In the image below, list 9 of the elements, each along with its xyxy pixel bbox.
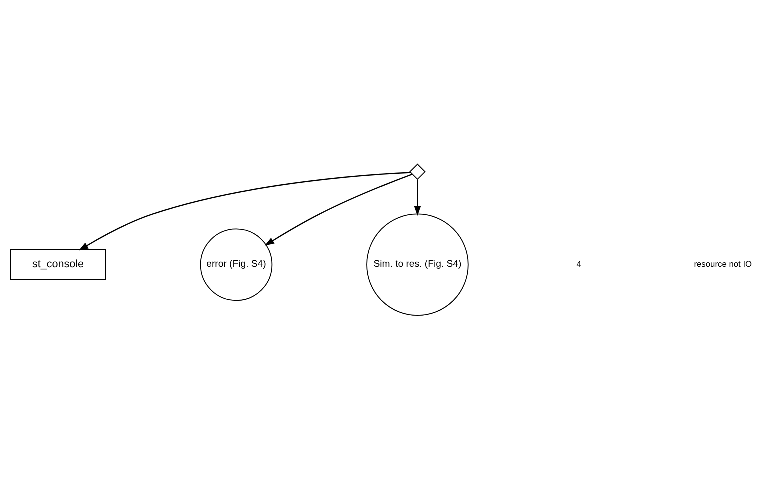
label: resource not IO (694, 258, 752, 269)
node-circle: error (Fig. S4) (200, 228, 273, 301)
arrow (78, 172, 411, 250)
label: 4 (576, 258, 582, 269)
arrow (264, 173, 413, 246)
node-box: st_console (10, 248, 106, 280)
node-diamond (410, 163, 426, 180)
node-circle: Sim. to res. (Fig. S4) (366, 213, 469, 316)
arrow (414, 179, 422, 216)
